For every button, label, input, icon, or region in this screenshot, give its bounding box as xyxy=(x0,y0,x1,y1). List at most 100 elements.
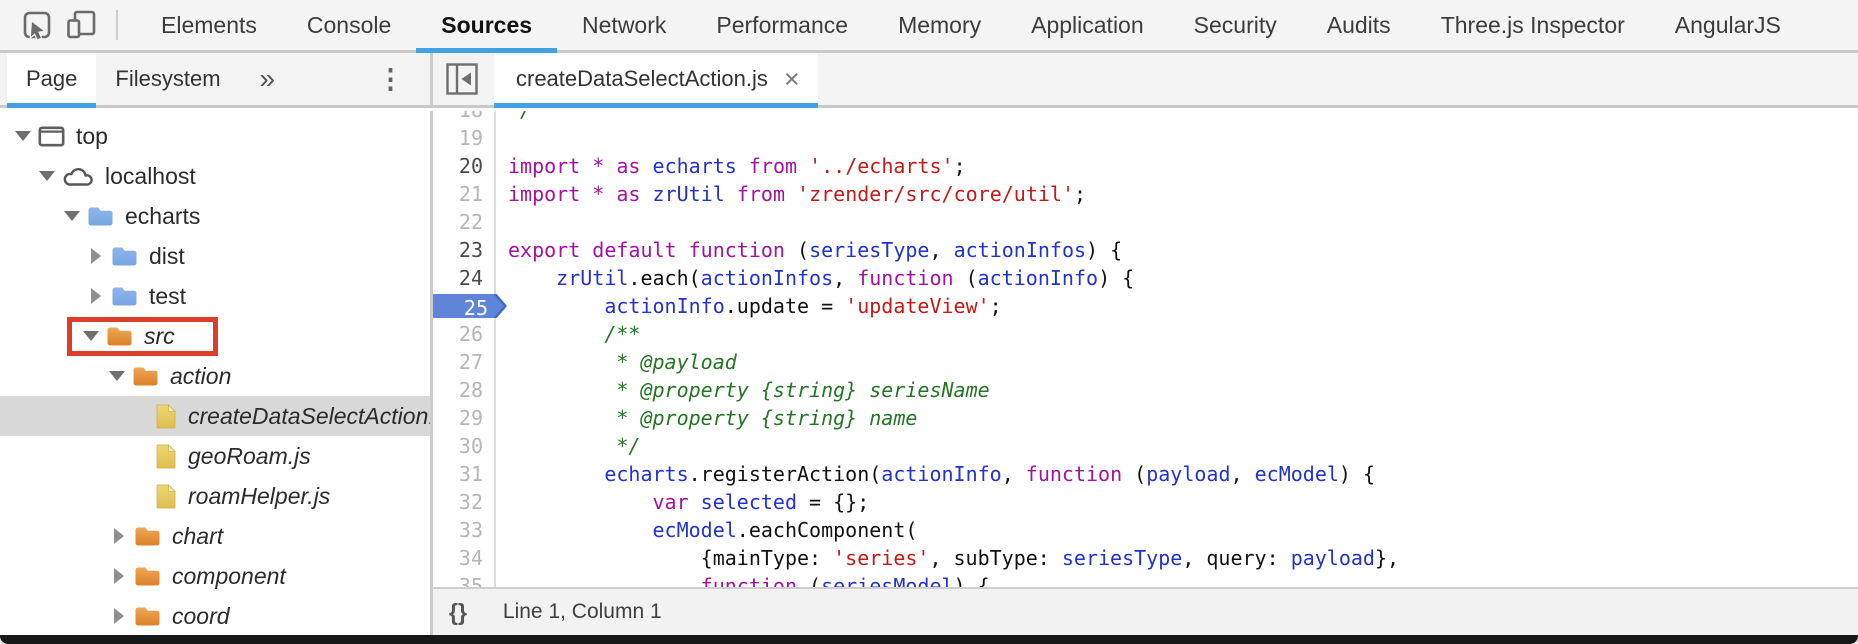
tab-application[interactable]: Application xyxy=(1031,11,1144,38)
tree-item-dist[interactable]: dist xyxy=(0,236,430,276)
inspect-element-icon[interactable] xyxy=(20,8,54,42)
line-number[interactable]: 28 xyxy=(433,376,496,404)
cloud-icon xyxy=(62,166,94,187)
code-text[interactable]: zrUtil.each(actionInfos, function (actio… xyxy=(556,266,1135,290)
sidebar-tab-filesystem[interactable]: Filesystem xyxy=(115,66,221,91)
editor-tab-bar: createDataSelectAction.js × xyxy=(433,53,1858,108)
more-tabs-chevron-icon[interactable]: » xyxy=(259,63,276,94)
panel-header-row: Page Filesystem » ⋮ createDataSelectActio… xyxy=(0,53,1858,108)
line-number[interactable]: 20 xyxy=(433,152,496,180)
line-number[interactable]: 27 xyxy=(433,348,496,376)
breakpoint-badge[interactable]: 25 xyxy=(433,292,507,320)
pretty-print-icon[interactable]: {} xyxy=(449,598,467,625)
tab-memory[interactable]: Memory xyxy=(898,11,982,38)
content-divider[interactable] xyxy=(430,111,433,635)
code-text[interactable]: var selected = {}; xyxy=(652,490,870,514)
tree-item-localhost[interactable]: localhost xyxy=(0,156,430,196)
tab-audits[interactable]: Audits xyxy=(1326,11,1391,38)
frame-icon xyxy=(38,126,65,147)
line-number[interactable]: 35 xyxy=(433,572,496,587)
code-text[interactable]: * @payload xyxy=(616,350,737,374)
collapse-sidebar-icon[interactable] xyxy=(433,53,488,105)
collapsed-arrow-icon[interactable] xyxy=(87,248,104,264)
tree-item-echarts[interactable]: echarts xyxy=(0,196,430,236)
collapsed-arrow-icon[interactable] xyxy=(110,608,127,624)
code-text[interactable]: export default function (seriesType, act… xyxy=(508,238,1123,262)
line-number[interactable]: 34 xyxy=(433,544,496,572)
line-number[interactable]: 23 xyxy=(433,236,496,264)
tab-elements[interactable]: Elements xyxy=(161,11,257,38)
code-line-21: 21 import * as zrUtil from 'zrender/src/c… xyxy=(433,180,1858,208)
line-number[interactable]: 22 xyxy=(433,208,496,236)
tree-item-label: test xyxy=(149,282,187,309)
toolbar-separator xyxy=(116,10,118,40)
tree-item-test[interactable]: test xyxy=(0,276,430,316)
tree-item-coord[interactable]: coord xyxy=(0,596,430,635)
code-text[interactable]: ecModel.eachComponent( xyxy=(652,518,918,542)
collapsed-arrow-icon[interactable] xyxy=(87,288,104,304)
expanded-arrow-icon[interactable] xyxy=(63,211,80,221)
tree-item-action[interactable]: action xyxy=(0,356,430,396)
expanded-arrow-icon[interactable] xyxy=(82,331,99,341)
code-text[interactable]: */ xyxy=(616,434,641,458)
tree-item-chart[interactable]: chart xyxy=(0,516,430,556)
code-text[interactable]: function (seriesModel) { xyxy=(700,574,990,587)
line-number[interactable]: 26 xyxy=(433,320,496,348)
line-number[interactable]: 24 xyxy=(433,264,496,292)
tree-item-roamhelper-js[interactable]: roamHelper.js xyxy=(0,476,430,516)
line-number[interactable]: 21 xyxy=(433,180,496,208)
overflow-menu-icon[interactable]: ⋮ xyxy=(377,63,404,94)
file-tab-createdataselectaction[interactable]: createDataSelectAction.js × xyxy=(494,53,818,108)
code-text[interactable]: import * as zrUtil from 'zrender/src/cor… xyxy=(508,182,1087,206)
tab-performance[interactable]: Performance xyxy=(716,11,849,38)
close-tab-icon[interactable]: × xyxy=(783,63,800,94)
collapsed-arrow-icon[interactable] xyxy=(110,528,127,544)
tab-security[interactable]: Security xyxy=(1193,11,1277,38)
code-line-32: 32 var selected = {}; xyxy=(433,488,1858,516)
line-number[interactable]: 31 xyxy=(433,460,496,488)
code-text[interactable]: {mainType: 'series', subType: seriesType… xyxy=(508,546,1400,570)
code-text[interactable]: echarts.registerAction(actionInfo, funct… xyxy=(604,462,1376,486)
expanded-arrow-icon[interactable] xyxy=(108,371,125,381)
line-number[interactable]: 33 xyxy=(433,516,496,544)
tree-item-top[interactable]: top xyxy=(0,116,430,156)
code-text[interactable] xyxy=(496,208,508,236)
code-text[interactable]: * @property {string} seriesName xyxy=(616,378,990,402)
code-line-26: 26 /** xyxy=(433,320,1858,348)
collapsed-arrow-icon[interactable] xyxy=(110,568,127,584)
expanded-arrow-icon[interactable] xyxy=(14,131,31,141)
code-text[interactable]: actionInfo.update = 'updateView'; xyxy=(604,294,1002,318)
tree-item-component[interactable]: component xyxy=(0,556,430,596)
line-number[interactable]: 30 xyxy=(433,432,496,460)
tab-console[interactable]: Console xyxy=(306,11,392,38)
line-number[interactable]: 19 xyxy=(433,124,496,152)
code-text[interactable] xyxy=(496,124,508,152)
tree-item-createdataselectaction-js[interactable]: createDataSelectAction.js xyxy=(0,396,430,436)
tree-item-georoam-js[interactable]: geoRoam.js xyxy=(0,436,430,476)
tree-item-src[interactable]: src xyxy=(0,316,430,356)
tab-three-js-inspector[interactable]: Three.js Inspector xyxy=(1440,11,1625,38)
code-text[interactable]: import * as echarts from '../echarts'; xyxy=(508,154,966,178)
file-icon xyxy=(155,443,177,470)
code-line-33: 33 ecModel.eachComponent( xyxy=(433,516,1858,544)
code-line-35: 35 function (seriesModel) { xyxy=(433,572,1858,587)
code-text[interactable]: * @property {string} name xyxy=(616,406,918,430)
tree-item-label: top xyxy=(76,122,108,149)
tab-sources[interactable]: Sources xyxy=(416,0,557,53)
line-number[interactable]: 29 xyxy=(433,404,496,432)
code-text[interactable]: */ xyxy=(496,111,532,124)
tab-network[interactable]: Network xyxy=(582,11,667,38)
tree-item-label: dist xyxy=(149,242,185,269)
folder-blue-icon xyxy=(111,245,138,267)
line-number[interactable]: 32 xyxy=(433,488,496,516)
expanded-arrow-icon[interactable] xyxy=(38,171,55,181)
code-text[interactable]: /** xyxy=(604,322,641,346)
device-toolbar-icon[interactable] xyxy=(64,8,98,42)
tree-item-label: roamHelper.js xyxy=(188,482,331,509)
tab-angularjs[interactable]: AngularJS xyxy=(1674,11,1781,38)
sidebar-tab-page[interactable]: Page xyxy=(7,53,97,108)
sidebar-divider xyxy=(430,53,433,105)
line-number[interactable]: 18 xyxy=(433,111,496,124)
tree-item-label: chart xyxy=(172,522,224,549)
